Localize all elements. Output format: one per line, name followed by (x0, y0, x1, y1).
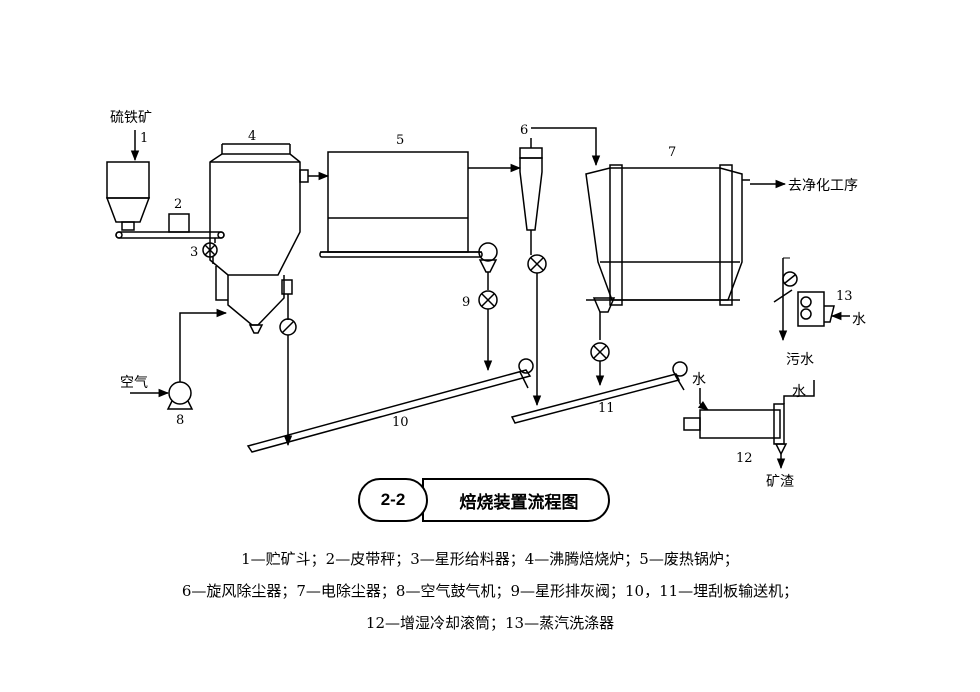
ore-hopper (105, 161, 151, 231)
fluidized-bed-roaster (209, 143, 309, 334)
num-9: 9 (462, 295, 470, 310)
air-label: 空气 (120, 375, 148, 391)
scraper-conveyor-11 (510, 361, 688, 424)
num-1: 1 (140, 131, 148, 146)
slag-label: 矿渣 (766, 474, 794, 490)
legend-line-1: 1—贮矿斗；2—皮带秤；3—星形给料器；4—沸腾焙烧炉；5—废热锅炉； (241, 550, 739, 568)
ore-input-label: 硫铁矿 (110, 110, 152, 126)
waste-heat-boiler (319, 151, 498, 273)
figure-title: 焙烧装置流程图 (422, 478, 610, 522)
star-discharge-valve (478, 272, 498, 372)
drum-water-out-label: 水 (792, 384, 806, 400)
num-6: 6 (520, 123, 528, 138)
figure-caption: 2-2 焙烧装置流程图 (358, 478, 610, 522)
num-3: 3 (190, 245, 198, 260)
wastewater-label: 污水 (786, 352, 814, 368)
steam-scrubber (773, 257, 850, 342)
scraper-conveyor-10 (246, 358, 534, 453)
electrostatic-precipitator (585, 164, 787, 387)
num-5: 5 (396, 133, 404, 148)
purification-label: 去净化工序 (788, 178, 858, 194)
num-2: 2 (174, 197, 182, 212)
legend-line-2: 6—旋风除尘器；7—电除尘器；8—空气鼓气机；9—星形排灰阀；10，11—埋刮板… (181, 582, 799, 600)
scrubber-water-label: 水 (852, 312, 866, 328)
drum-water-in-label: 水 (692, 372, 706, 388)
air-blower (130, 308, 228, 410)
cooling-drum (683, 380, 815, 470)
belt-scale (115, 213, 225, 239)
figure-number: 2-2 (358, 478, 428, 522)
num-8: 8 (176, 413, 184, 428)
num-11: 11 (598, 401, 615, 416)
cyclone-separator (519, 127, 601, 407)
num-7: 7 (668, 145, 676, 160)
num-10: 10 (392, 415, 409, 430)
num-12: 12 (736, 451, 753, 466)
num-4: 4 (248, 129, 256, 144)
legend-line-3: 12—增湿冷却滚筒；13—蒸汽洗涤器 (365, 614, 615, 632)
num-13: 13 (836, 289, 853, 304)
